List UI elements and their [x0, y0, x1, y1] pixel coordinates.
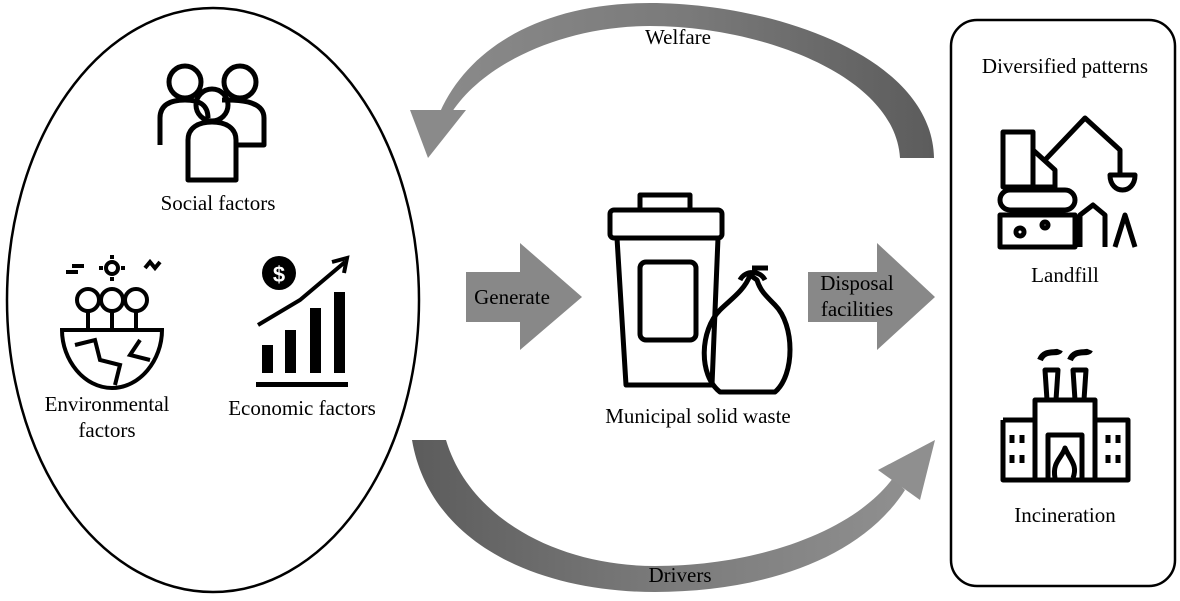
welfare-label: Welfare — [645, 25, 711, 49]
msw-label: Municipal solid waste — [605, 404, 791, 428]
economic-factors-label: Economic factors — [228, 396, 376, 420]
disposal-arrow — [808, 243, 935, 350]
generate-label: Generate — [474, 285, 550, 309]
disposal-line-1: Disposal — [820, 271, 894, 295]
factors-ellipse — [5, 6, 421, 594]
incineration-label: Incineration — [1014, 503, 1116, 527]
disposal-line-2: facilities — [820, 297, 894, 321]
growth-chart-dollar-icon: $ — [256, 255, 350, 387]
svg-text:$: $ — [273, 262, 285, 287]
excavator-landfill-icon — [997, 115, 1138, 250]
welfare-arrow — [410, 3, 934, 158]
earth-trees-icon — [59, 255, 165, 391]
environmental-line-1: Environmental — [44, 392, 170, 416]
drivers-label: Drivers — [648, 563, 712, 587]
disposal-facilities-label: Disposal facilities — [820, 270, 894, 322]
generate-arrow — [466, 243, 582, 350]
people-icon — [157, 63, 267, 183]
social-factors-label: Social factors — [160, 191, 276, 215]
patterns-box — [949, 18, 1177, 588]
environmental-line-2: factors — [78, 418, 136, 442]
drivers-arrow — [412, 440, 935, 592]
landfill-label: Landfill — [1031, 263, 1099, 287]
environmental-factors-label: Environmental factors — [45, 391, 170, 443]
trash-bin-bag-icon — [607, 192, 793, 395]
incinerator-factory-icon — [1000, 348, 1131, 483]
patterns-title: Diversified patterns — [981, 54, 1149, 78]
